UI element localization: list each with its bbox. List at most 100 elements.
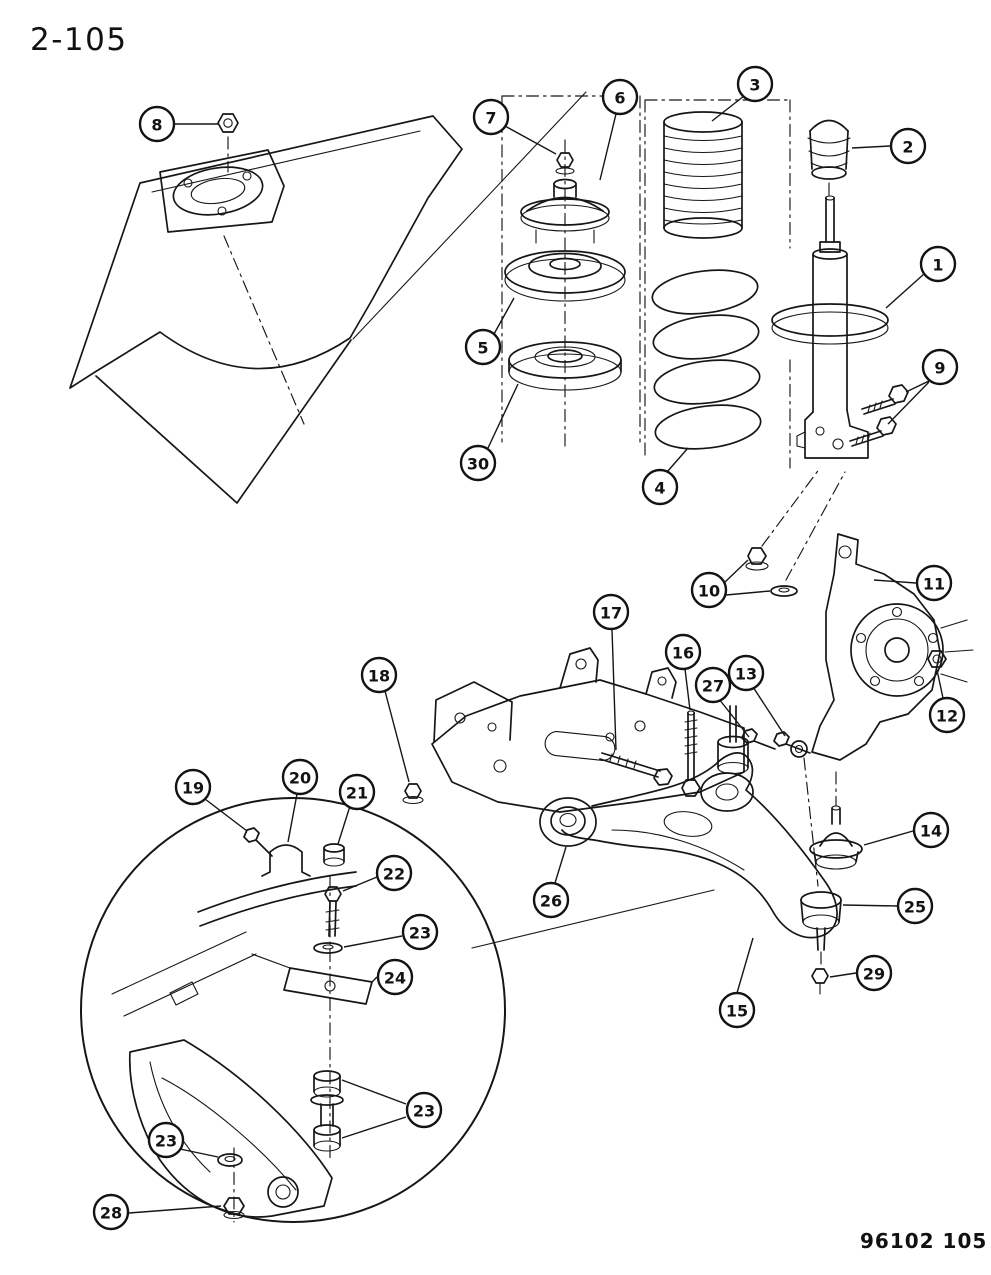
fender-panel-drawing xyxy=(69,91,587,504)
callout-leader-line xyxy=(842,904,898,907)
link-grommets-drawing xyxy=(310,1070,344,1152)
callout-circle xyxy=(592,593,630,631)
callout-leader-line xyxy=(873,579,917,584)
callout-circle xyxy=(912,811,950,849)
callout-number: 2 xyxy=(902,138,913,157)
callout-number: 18 xyxy=(368,667,390,686)
isolator-bushing-drawing xyxy=(809,805,863,870)
strut-mount-stack-drawing xyxy=(504,139,626,449)
detail-inset-drawing xyxy=(80,797,715,1223)
callout-circle xyxy=(92,1193,130,1231)
spring-isolator-drawing xyxy=(508,341,622,391)
crossmember-bolts-drawing xyxy=(402,710,701,805)
callout-number: 23 xyxy=(409,924,431,943)
callout-16-15: 16 xyxy=(664,633,702,711)
callout-20-19: 20 xyxy=(281,758,319,843)
link-bracket-drawing xyxy=(251,953,373,1005)
strut-damper-drawing xyxy=(771,195,889,459)
callout-leader-line xyxy=(863,830,914,846)
callout-leader-line xyxy=(287,793,298,843)
callout-24-23: 24 xyxy=(370,958,414,996)
pinch-bolt-drawing xyxy=(811,968,829,995)
callout-number: 17 xyxy=(600,604,622,623)
callout-number: 25 xyxy=(904,898,926,917)
stabilizer-clamp-drawing xyxy=(261,844,311,877)
dust-boot-drawing xyxy=(663,111,743,239)
callout-number: 20 xyxy=(289,769,311,788)
callout-leader-line xyxy=(936,669,944,699)
callout-circle xyxy=(919,245,957,283)
callout-circle xyxy=(855,954,893,992)
callout-6-5: 6 xyxy=(599,78,639,181)
clamp-bolt-drawing xyxy=(243,827,273,857)
callout-2-1: 2 xyxy=(851,127,927,165)
callout-circle xyxy=(360,656,398,694)
callout-leader-line xyxy=(487,383,519,449)
callout-number: 6 xyxy=(614,89,625,108)
page-title: 2-105 xyxy=(30,22,128,58)
callout-number: 29 xyxy=(863,965,885,984)
callout-10-9: 10 xyxy=(690,559,771,609)
footer-code: 96102 105 xyxy=(860,1229,987,1253)
callout-circle xyxy=(464,328,502,366)
callout-leader-line xyxy=(341,1079,407,1105)
flange-nut-drawing xyxy=(402,783,424,805)
crossmember-drawing xyxy=(431,647,745,813)
callout-leader-line xyxy=(724,559,749,583)
callout-leader-line xyxy=(342,876,378,892)
callout-leader-line xyxy=(204,798,248,832)
callout-leader-line xyxy=(666,447,689,473)
callout-leader-line xyxy=(504,125,557,155)
callout-number: 3 xyxy=(749,76,760,95)
callout-circle xyxy=(727,654,765,692)
assembly-guide-lines xyxy=(501,95,846,969)
callout-circle xyxy=(664,633,702,671)
callout-number: 1 xyxy=(932,256,943,275)
callout-leader-line xyxy=(905,379,932,393)
callout-25-26: 25 xyxy=(842,887,934,925)
callout-circle xyxy=(472,98,510,136)
callout-number: 21 xyxy=(346,784,368,803)
callout-3-2: 3 xyxy=(711,65,774,122)
callout-27-28: 27 xyxy=(694,666,750,738)
callout-13-12: 13 xyxy=(727,654,786,737)
callout-leader-line xyxy=(684,668,691,711)
callout-28-29: 28 xyxy=(92,1193,222,1231)
callout-22-21: 22 xyxy=(342,854,413,892)
callout-circle xyxy=(690,571,728,609)
callout-leader-line xyxy=(611,628,617,751)
steering-knuckle-hub-drawing xyxy=(741,533,974,761)
inset-control-arm-drawing xyxy=(128,1039,333,1218)
callout-5-4: 5 xyxy=(464,297,515,366)
lower-control-arm-drawing xyxy=(539,752,842,995)
callout-circle xyxy=(915,564,953,602)
callout-number: 28 xyxy=(100,1204,122,1223)
knuckle-washer-nut-drawing xyxy=(745,547,798,597)
callout-14-13: 14 xyxy=(863,811,950,849)
callout-leader-line xyxy=(885,273,925,309)
arm-rear-bushing-drawing xyxy=(717,705,749,775)
callout-1-0: 1 xyxy=(885,245,957,309)
callout-21-20: 21 xyxy=(337,773,376,845)
callout-leader-line xyxy=(887,381,930,425)
callout-7-6: 7 xyxy=(472,98,557,155)
callout-leader-line xyxy=(179,1148,219,1158)
callout-23-25: 23 xyxy=(147,1121,219,1159)
callout-circle xyxy=(896,887,934,925)
callout-18-17: 18 xyxy=(360,656,410,783)
callout-number: 15 xyxy=(726,1002,748,1021)
callout-17-16: 17 xyxy=(592,593,630,751)
callout-circle xyxy=(405,1091,443,1129)
callout-circle xyxy=(174,768,212,806)
callout-number: 23 xyxy=(155,1132,177,1151)
callout-30-31: 30 xyxy=(459,383,519,482)
callout-number: 14 xyxy=(920,822,942,841)
callout-number: 8 xyxy=(151,116,162,135)
callout-number: 9 xyxy=(934,359,945,378)
callout-29-30: 29 xyxy=(829,954,893,992)
callout-leader-line xyxy=(337,805,351,845)
link-nut-drawing xyxy=(223,1197,245,1220)
strut-rod-nut-drawing xyxy=(555,152,575,175)
